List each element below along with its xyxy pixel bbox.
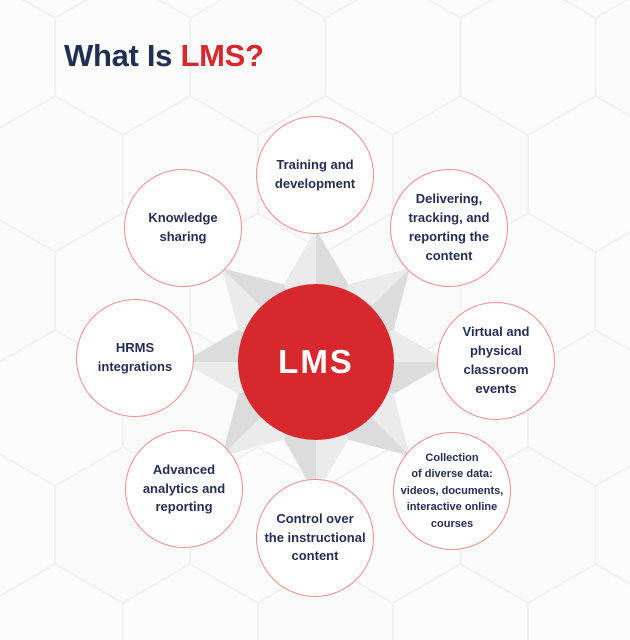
page-title-prefix: What Is	[64, 38, 181, 73]
node-collection-diverse-data: Collection of diverse data: videos, docu…	[393, 432, 511, 550]
node-label: Training and development	[274, 157, 356, 191]
node-virtual-physical-classroom: Virtual and physical classroom events	[437, 302, 555, 420]
lms-center-label: LMS	[278, 343, 354, 380]
lms-center-node: LMS	[238, 284, 394, 440]
node-label: Advanced analytics and reporting	[142, 461, 226, 515]
page-title-highlight: LMS?	[180, 38, 264, 73]
node-label: HRMS integrations	[97, 340, 173, 374]
node-control-instructional-content: Control over the instructional content	[256, 479, 374, 597]
node-label: Control over the instructional content	[264, 510, 366, 564]
node-training-development: Training and development	[256, 116, 374, 234]
node-delivering-tracking-reporting: Delivering, tracking, and reporting the …	[390, 169, 508, 287]
node-label: Collection of diverse data: videos, docu…	[400, 451, 504, 530]
node-label: Knowledge sharing	[148, 210, 218, 244]
node-advanced-analytics-reporting: Advanced analytics and reporting	[125, 430, 243, 548]
node-knowledge-sharing: Knowledge sharing	[124, 169, 242, 287]
node-label: Virtual and physical classroom events	[462, 324, 530, 396]
page-title: What Is LMS?	[64, 38, 264, 74]
node-hrms-integrations: HRMS integrations	[76, 299, 194, 417]
node-label: Delivering, tracking, and reporting the …	[408, 191, 490, 263]
